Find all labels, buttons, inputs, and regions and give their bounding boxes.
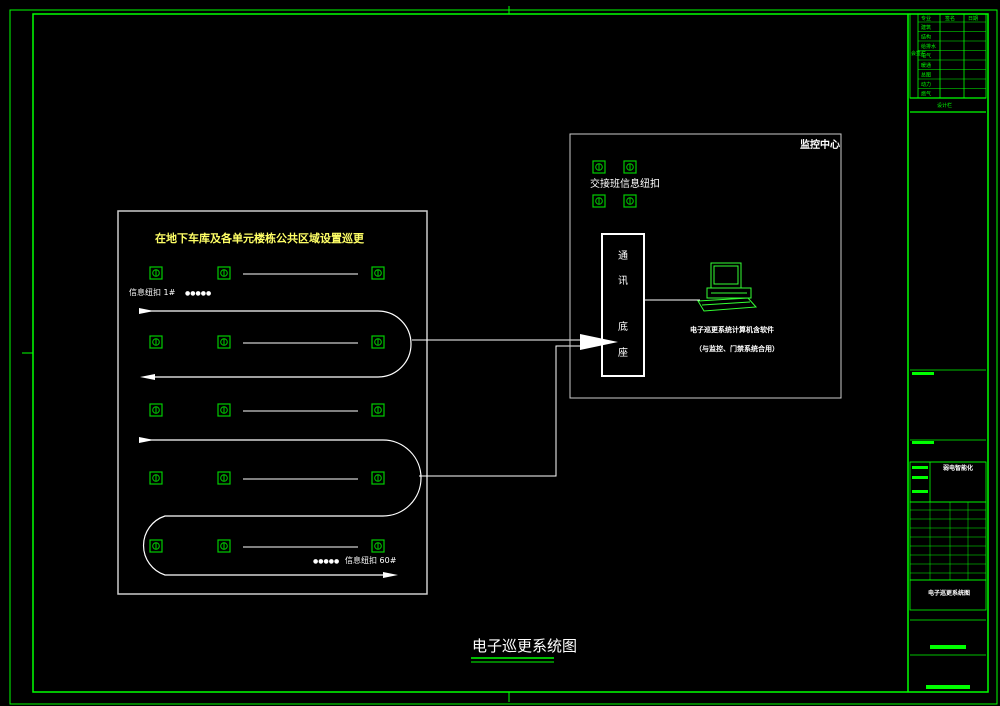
info-button-module bbox=[217, 471, 231, 485]
info-button-module bbox=[371, 403, 385, 417]
info-button-module bbox=[371, 539, 385, 553]
tb-header-date: 日期 bbox=[968, 16, 978, 22]
info-button-module bbox=[149, 335, 163, 349]
garage-area-title: 在地下车库及各单元楼栋公共区域设置巡更 bbox=[155, 231, 365, 245]
info-button-module bbox=[371, 266, 385, 280]
info-button-module bbox=[217, 403, 231, 417]
tb-discipline-label: 燃气 bbox=[921, 91, 931, 98]
tb-discipline-label: 暖通 bbox=[921, 62, 931, 69]
computer-icon bbox=[697, 262, 758, 312]
start-dots: ●●●●● bbox=[185, 290, 211, 297]
exchange-label: 交接班信息纽扣 bbox=[590, 177, 660, 190]
exchange-button-module bbox=[623, 160, 637, 174]
info-button-module bbox=[149, 539, 163, 553]
garage-area-box bbox=[117, 210, 428, 595]
info-button-module bbox=[217, 539, 231, 553]
comm-base-char-4: 座 bbox=[618, 346, 628, 359]
tb-discipline-label: 总图 bbox=[921, 72, 931, 79]
inner-frame bbox=[32, 13, 989, 693]
tb-sheet-title: 电子巡更系统图 bbox=[928, 589, 970, 597]
route-arrow-start bbox=[139, 308, 154, 314]
control-center-title: 监控中心 bbox=[800, 138, 840, 151]
info-button-module bbox=[371, 471, 385, 485]
computer-note: （与监控、门禁系统合用） bbox=[695, 344, 779, 353]
exchange-button-module bbox=[592, 160, 606, 174]
end-dots: ●●●●● bbox=[313, 558, 339, 565]
info-button-module bbox=[371, 335, 385, 349]
info-button-module bbox=[217, 266, 231, 280]
route-arrow-back bbox=[140, 374, 155, 380]
route-arrow-next bbox=[139, 437, 154, 443]
computer-label: 电子巡更系统计算机含软件 bbox=[690, 325, 774, 334]
tb-discipline-label: 动力 bbox=[921, 81, 931, 88]
tb-header-discipline: 专业 bbox=[921, 15, 931, 22]
start-label: 信息纽扣 1# bbox=[129, 287, 176, 297]
link-arrow bbox=[580, 334, 618, 350]
tb-header-sign: 签名 bbox=[945, 15, 955, 22]
tb-discipline-label: 电气 bbox=[921, 53, 931, 60]
comm-base-char-2: 讯 bbox=[618, 275, 628, 287]
comm-base-char-1: 通 bbox=[618, 250, 628, 262]
info-button-module bbox=[149, 471, 163, 485]
info-button-module bbox=[149, 403, 163, 417]
tb-side-label: 会签栏 bbox=[911, 50, 926, 57]
title-block bbox=[909, 13, 987, 656]
title-block-bars bbox=[912, 372, 970, 689]
exchange-modules bbox=[592, 160, 637, 208]
exchange-button-module bbox=[592, 194, 606, 208]
outer-frame bbox=[9, 9, 998, 705]
control-center-box bbox=[569, 133, 842, 399]
drawing-title: 电子巡更系统图 bbox=[472, 637, 577, 655]
tb-project-label: 弱电智能化 bbox=[943, 464, 973, 472]
info-button-module bbox=[149, 266, 163, 280]
tb-discipline-label: 给排水 bbox=[921, 43, 936, 50]
tb-bottom-label: 设计栏 bbox=[937, 102, 952, 109]
patrol-points bbox=[149, 266, 385, 553]
exchange-button-module bbox=[623, 194, 637, 208]
end-label: 信息纽扣 60# bbox=[345, 555, 397, 565]
patrol-route bbox=[143, 310, 422, 576]
info-button-module bbox=[217, 335, 231, 349]
tb-discipline-label: 建筑 bbox=[921, 24, 931, 31]
comm-base-char-3: 底 bbox=[618, 320, 628, 333]
link-line-lower bbox=[419, 345, 584, 477]
tb-discipline-label: 结构 bbox=[921, 34, 931, 41]
comm-base-box bbox=[601, 233, 645, 377]
route-arrow-end bbox=[383, 572, 398, 578]
